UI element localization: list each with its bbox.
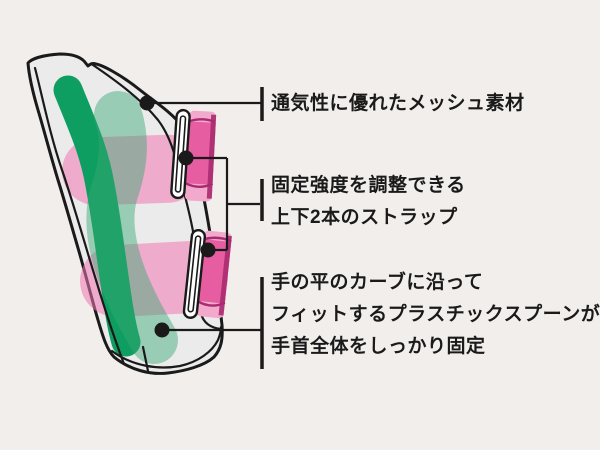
upper-strap-edge (206, 114, 217, 199)
upper-strap-bottom-fold (185, 182, 214, 188)
annotation-spoon: 手の平のカーブに沿って フィットするプラスチックスプーンが 手首全体をしっかり固… (271, 267, 600, 363)
upper-strap-top-fold (188, 118, 216, 123)
callout-dot-mesh (139, 95, 155, 111)
annotation-straps-line1: 固定強度を調整できる (271, 175, 466, 196)
annotation-mesh-line: 通気性に優れたメッシュ素材 (271, 93, 525, 114)
annotation-straps-line2: 上下2本のストラップ (271, 206, 458, 228)
callout-dot-spoon (154, 322, 170, 338)
lower-strap-bottom-fold (196, 299, 226, 307)
lower-strap-edge (218, 235, 232, 316)
annotation-spoon-line3: 手首全体をしっかり固定 (271, 336, 486, 357)
annotation-mesh: 通気性に優れたメッシュ素材 (271, 88, 525, 120)
lower-buckle-slot-inner (187, 235, 202, 313)
callout-bracket-straps (193, 156, 260, 252)
bottom-cuff-seam (110, 325, 223, 369)
annotation-spoon-line2: フィットするプラスチックスプーンが (271, 304, 600, 325)
bottom-center-seam (141, 345, 150, 373)
upper-strap-main (184, 121, 216, 185)
plastic-spoon-stay (53, 75, 141, 357)
annotation-spoon-line1: 手の平のカーブに沿って (271, 272, 484, 293)
callout-dot-upper-strap (178, 150, 194, 166)
callout-dot-lower-strap (200, 242, 216, 258)
lower-buckle (182, 228, 207, 319)
mesh-panel-overlay (86, 91, 178, 364)
upper-strap (184, 110, 217, 202)
left-fold-seam (33, 66, 126, 366)
annotation-straps: 固定強度を調整できる 上下2本のストラップ (271, 170, 466, 233)
